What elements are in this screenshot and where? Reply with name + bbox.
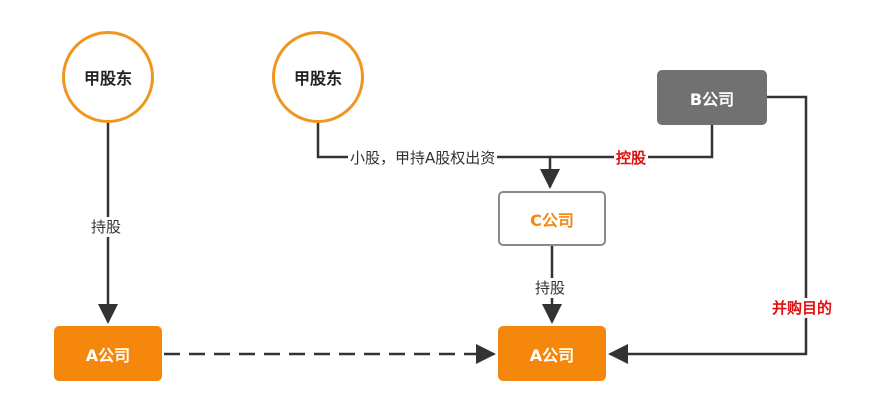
label-merger-purpose: 并购目的	[770, 298, 835, 318]
label-minority-contribution: 小股，甲持A股权出资	[348, 148, 498, 168]
node-shareholder-right: 甲股东	[272, 31, 364, 123]
edge-b-merger-a	[608, 95, 808, 364]
node-company-b: B公司	[657, 70, 767, 125]
label-holds-right: 持股	[533, 278, 568, 298]
edge-b-controls-c	[550, 125, 714, 159]
label-holds-left: 持股	[89, 217, 124, 237]
node-company-c: C公司	[498, 191, 606, 246]
node-company-a-right: A公司	[498, 326, 606, 381]
node-company-a-left: A公司	[54, 326, 162, 381]
label-control: 控股	[614, 148, 649, 168]
node-shareholder-left: 甲股东	[62, 31, 154, 123]
